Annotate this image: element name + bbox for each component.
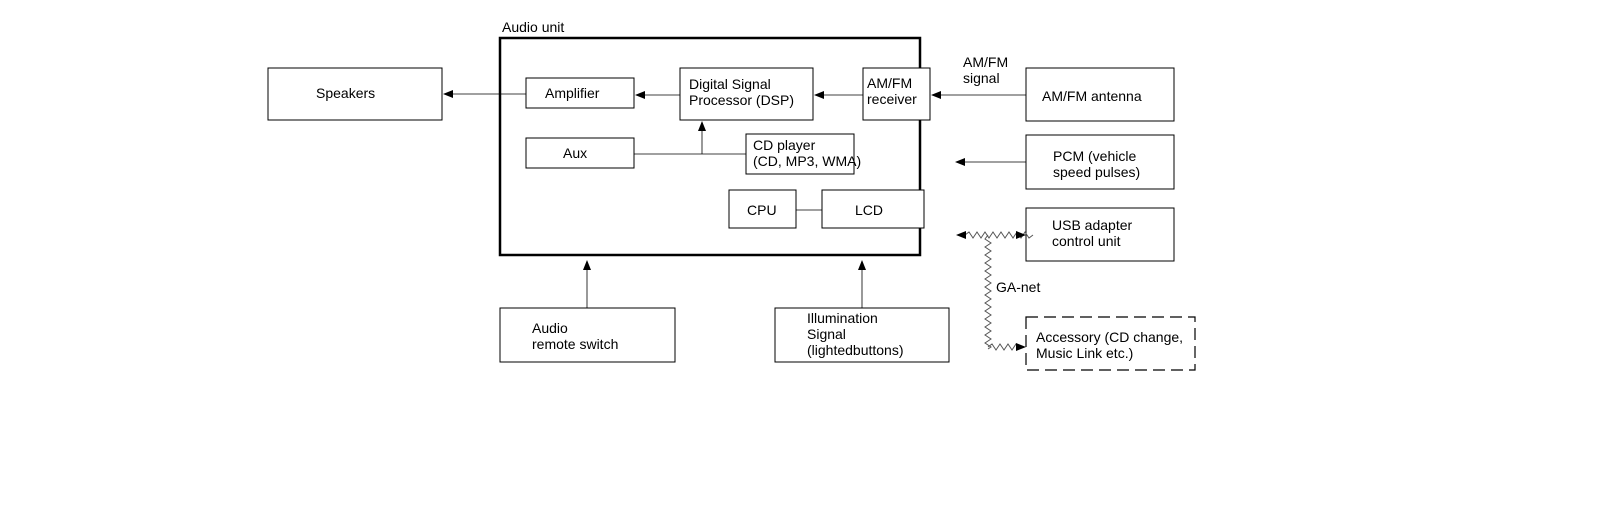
audio-remote-switch-label-line2: remote switch [532,336,618,352]
accessory-label-line2: Music Link etc.) [1036,345,1133,361]
dsp-label-line2: Processor (DSP) [689,92,794,108]
audio-unit-box [498,36,922,257]
ganet-vertical-wavy-line [984,234,992,350]
cd-player-block: CD player (CD, MP3, WMA) [745,133,861,175]
usb-adapter-label-line2: control unit [1052,233,1121,249]
amplifier-block: Amplifier [525,77,635,109]
connectors [443,90,1034,351]
accessory-arrowhead [1016,343,1026,351]
aux-label: Aux [563,145,587,161]
amfm-antenna-label: AM/FM antenna [1042,88,1142,104]
accessory-label-line1: Accessory (CD change, [1036,329,1183,345]
accessory-block: Accessory (CD change, Music Link etc.) [1025,316,1196,371]
audio-remote-switch-label-line1: Audio [532,320,568,336]
speakers-block: Speakers [267,67,443,121]
pcm-label-line2: speed pulses) [1053,164,1140,180]
illumination-block: Illumination Signal (lightedbuttons) [774,307,950,363]
pcm-arrowhead [955,158,965,166]
audio-unit-title: Audio unit [502,19,564,35]
usb-adapter-block: USB adapter control unit [1025,207,1175,262]
dsp-input-arrowhead [698,121,706,131]
cd-player-label-line2: (CD, MP3, WMA) [753,153,861,169]
amfm-signal-label-line2: signal [963,70,1000,86]
illumination-label-line1: Illumination [807,310,878,326]
speakers-label: Speakers [316,85,375,101]
illumination-label-line2: Signal [807,326,846,342]
ganet-to-accessory-wavy-line [987,343,1021,351]
usb-arrowhead [1016,231,1026,239]
aux-block: Aux [525,137,635,169]
lcd-block: LCD [821,189,925,229]
amplifier-label: Amplifier [545,85,600,101]
dsp-label-line1: Digital Signal [689,76,771,92]
amplifier-arrowhead [635,91,645,99]
pcm-label-line1: PCM (vehicle [1053,148,1136,164]
cpu-label: CPU [747,202,777,218]
ga-net-label: GA-net [996,279,1040,295]
usb-adapter-label-line1: USB adapter [1052,217,1132,233]
amfm-receiver-block: AM/FM receiver [862,67,931,121]
amfm-receiver-label-line2: receiver [867,91,917,107]
amfm-receiver-label-line1: AM/FM [867,75,912,91]
pcm-block: PCM (vehicle speed pulses) [1025,134,1175,190]
cpu-block: CPU [728,189,797,229]
illumination-arrowhead [858,260,866,270]
receiver-arrowhead [931,91,941,99]
speakers-arrowhead [443,90,453,98]
amfm-antenna-block: AM/FM antenna [1025,67,1175,122]
unit-usb-arrowhead [956,231,966,239]
cd-player-label-line1: CD player [753,137,816,153]
usb-ganet-wavy-line [964,231,1034,239]
illumination-label-line3: (lightedbuttons) [807,342,904,358]
lcd-label: LCD [855,202,883,218]
amfm-signal-label-line1: AM/FM [963,54,1008,70]
dsp-arrowhead [814,91,824,99]
remote-switch-arrowhead [583,260,591,270]
audio-remote-switch-block: Audio remote switch [499,307,676,363]
dsp-block: Digital Signal Processor (DSP) [679,67,814,121]
